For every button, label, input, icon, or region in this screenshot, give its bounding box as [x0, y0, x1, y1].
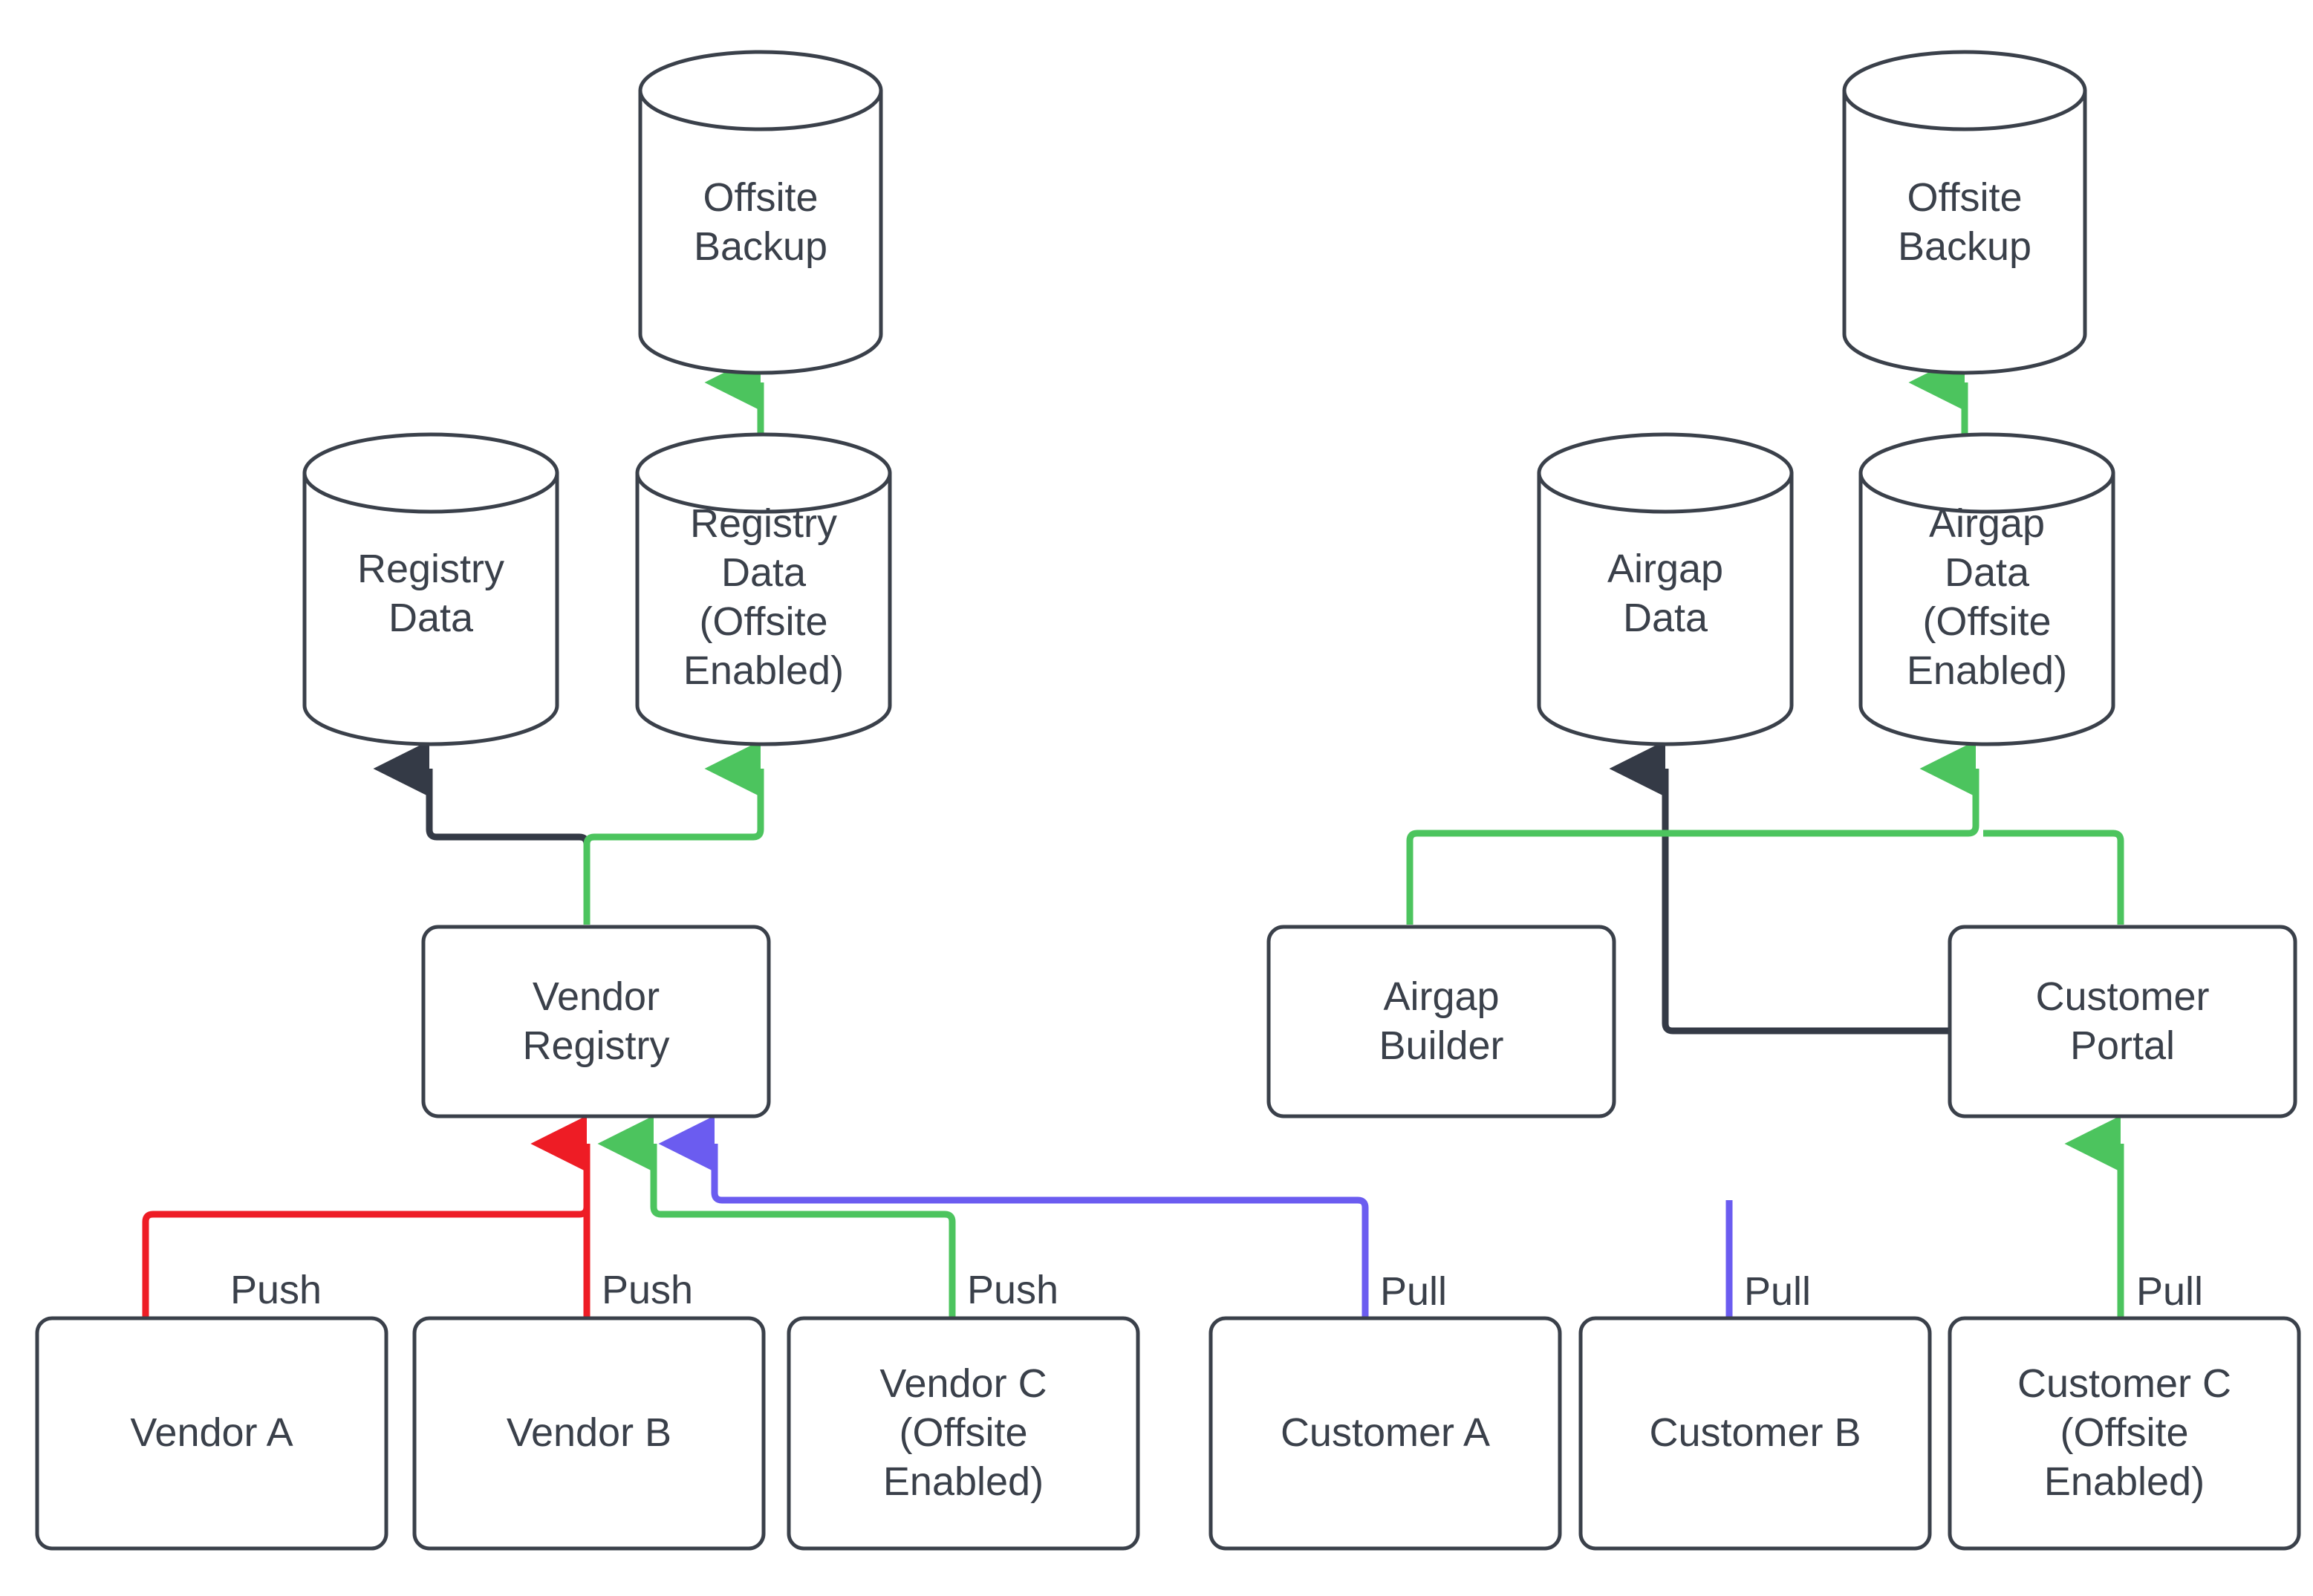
- edge-vendor-c-push: [597, 1115, 956, 1317]
- node-airgap-data-offsite[interactable]: [1858, 432, 2115, 746]
- node-customer-portal[interactable]: [1948, 925, 2297, 1118]
- node-airgap-data[interactable]: [1537, 432, 1794, 746]
- node-vendor-a[interactable]: [35, 1316, 388, 1551]
- node-offsite-backup-left[interactable]: [638, 50, 883, 375]
- node-airgap-builder[interactable]: [1266, 925, 1616, 1118]
- edge-label-push-vendor-b: Push: [602, 1268, 694, 1312]
- node-vendor-c[interactable]: [787, 1316, 1140, 1551]
- edge-label-push-vendor-c: Push: [967, 1268, 1059, 1312]
- edge-label-push-vendor-a: Push: [230, 1268, 322, 1312]
- node-registry-data[interactable]: [302, 432, 559, 746]
- edge-registry-data-offsite: [583, 740, 764, 925]
- node-customer-b[interactable]: [1578, 1316, 1932, 1551]
- edge-customer-a-pull: [658, 1115, 1369, 1317]
- node-customer-a[interactable]: [1208, 1316, 1562, 1551]
- node-vendor-registry[interactable]: [421, 925, 771, 1118]
- edge-portal-airgap-data: [1609, 740, 1951, 1035]
- edge-label-pull-customer-b: Pull: [1744, 1269, 1812, 1314]
- node-customer-c[interactable]: [1948, 1316, 2301, 1551]
- edge-label-pull-customer-a: Pull: [1380, 1269, 1448, 1314]
- edge-label-pull-customer-c: Pull: [2136, 1269, 2204, 1314]
- node-offsite-backup-right[interactable]: [1842, 50, 2087, 375]
- node-vendor-b[interactable]: [412, 1316, 766, 1551]
- edge-builder-airgap-offsite: [1406, 740, 1979, 925]
- edge-portal-airgap-offsite: [1983, 830, 2124, 925]
- node-registry-data-offsite[interactable]: [635, 432, 892, 746]
